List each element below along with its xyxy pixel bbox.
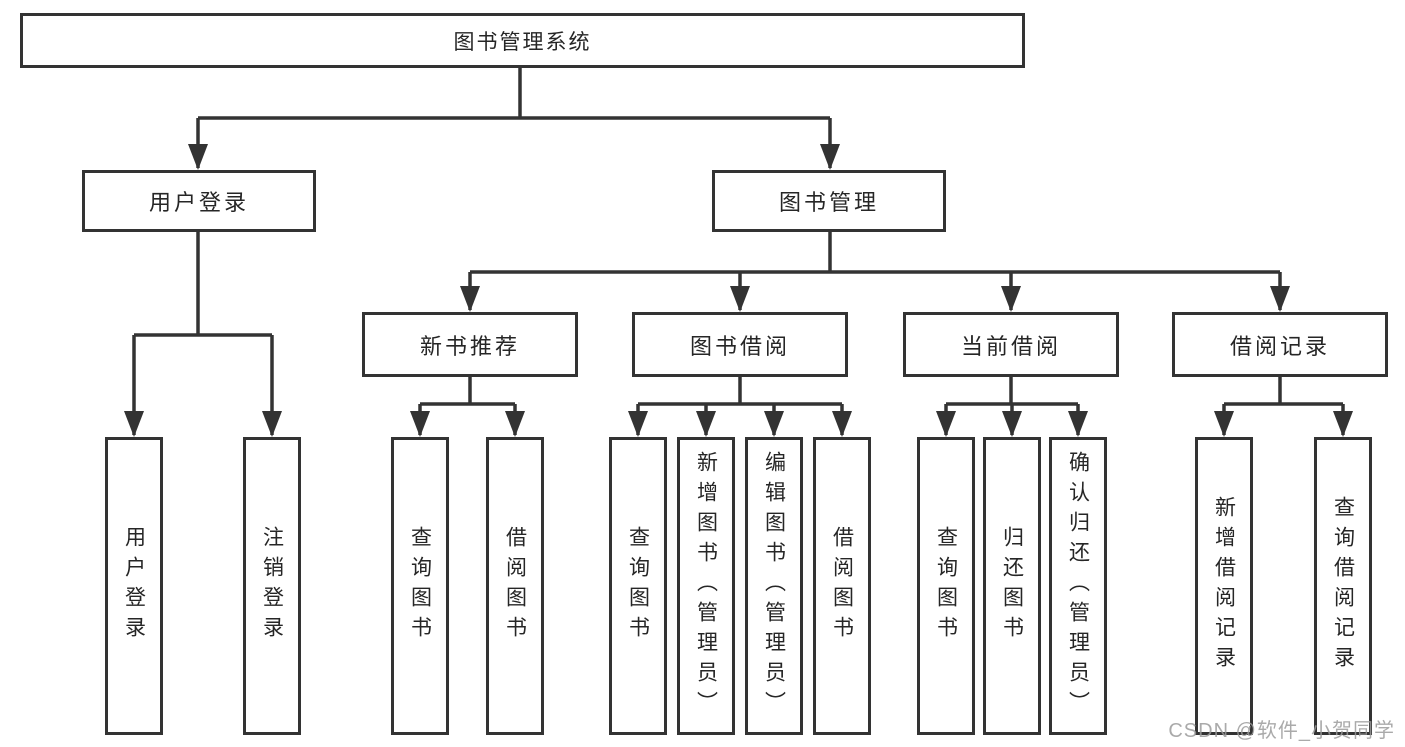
- node-user-login: 用户登录: [82, 170, 316, 232]
- leaf-label: 新增图书（管理员）: [694, 451, 718, 721]
- leaf-label: 查询图书: [408, 526, 432, 646]
- leaf-bb-edit-books-admin: 编辑图书（管理员）: [745, 437, 803, 735]
- leaf-bb-query-books: 查询图书: [609, 437, 667, 735]
- leaf-user-login: 用户登录: [105, 437, 163, 735]
- node-borrowing-records: 借阅记录: [1172, 312, 1388, 377]
- leaf-label: 查询图书: [934, 526, 958, 646]
- leaf-label: 借阅图书: [503, 526, 527, 646]
- leaf-cb-query-books: 查询图书: [917, 437, 975, 735]
- leaf-bb-add-books-admin: 新增图书（管理员）: [677, 437, 735, 735]
- node-label: 图书管理系统: [453, 30, 592, 54]
- leaf-label: 编辑图书（管理员）: [762, 451, 786, 721]
- leaf-label: 确认归还（管理员）: [1066, 451, 1090, 721]
- leaf-label: 查询图书: [626, 526, 650, 646]
- node-new-book-recommendation: 新书推荐: [362, 312, 578, 377]
- leaf-label: 注销登录: [260, 526, 284, 646]
- node-label: 用户登录: [148, 190, 249, 215]
- node-label: 借阅记录: [1229, 333, 1330, 359]
- leaf-cb-confirm-return-admin: 确认归还（管理员）: [1049, 437, 1107, 735]
- watermark: CSDN @软件_小贺同学: [1168, 720, 1395, 742]
- leaf-nb-query-books: 查询图书: [391, 437, 449, 735]
- leaf-label: 用户登录: [122, 526, 146, 646]
- leaf-cb-return-books: 归还图书: [983, 437, 1041, 735]
- leaf-label: 借阅图书: [830, 526, 854, 646]
- leaf-bb-borrow-books: 借阅图书: [813, 437, 871, 735]
- node-library-management-system: 图书管理系统: [20, 13, 1025, 68]
- leaf-logout: 注销登录: [243, 437, 301, 735]
- node-current-borrowing: 当前借阅: [903, 312, 1119, 377]
- leaf-label: 新增借阅记录: [1212, 496, 1236, 676]
- node-label: 新书推荐: [419, 333, 520, 359]
- node-book-borrowing: 图书借阅: [632, 312, 848, 377]
- node-label: 图书借阅: [689, 333, 790, 359]
- leaf-br-add-record: 新增借阅记录: [1195, 437, 1253, 735]
- leaf-label: 查询借阅记录: [1331, 496, 1355, 676]
- leaf-label: 归还图书: [1000, 526, 1024, 646]
- leaf-nb-borrow-books: 借阅图书: [486, 437, 544, 735]
- node-book-management: 图书管理: [712, 170, 946, 232]
- leaf-br-query-record: 查询借阅记录: [1314, 437, 1372, 735]
- node-label: 图书管理: [778, 190, 879, 215]
- node-label: 当前借阅: [960, 333, 1061, 359]
